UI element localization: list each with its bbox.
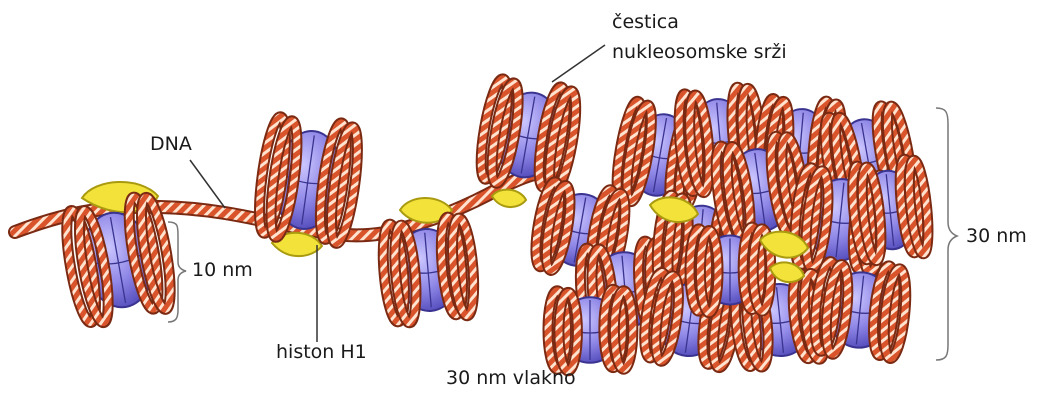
- core-particle-pointer-line: [552, 45, 605, 82]
- core-particle-label-line1: čestica: [612, 10, 679, 36]
- fiber-30nm-label: 30 nm vlakno: [446, 366, 576, 392]
- nucleosome: [690, 227, 771, 313]
- size-30nm-label: 30 nm: [966, 224, 1027, 250]
- nucleosome: [380, 215, 477, 324]
- nucleosome: [849, 157, 932, 262]
- nucleosome: [60, 193, 176, 326]
- nucleosomes: [60, 75, 931, 371]
- nucleosome: [548, 289, 633, 371]
- dna-label: DNA: [150, 132, 192, 158]
- dna-pointer-line: [190, 160, 225, 208]
- core-particle-label-line2: nukleosomske srži: [612, 40, 787, 66]
- brace-30nm: [936, 108, 957, 360]
- nucleosome: [254, 113, 363, 247]
- nucleosome: [811, 259, 909, 362]
- histone-h1-label: histon H1: [276, 340, 367, 366]
- nucleosome: [475, 75, 581, 195]
- size-10nm-label: 10 nm: [192, 258, 253, 284]
